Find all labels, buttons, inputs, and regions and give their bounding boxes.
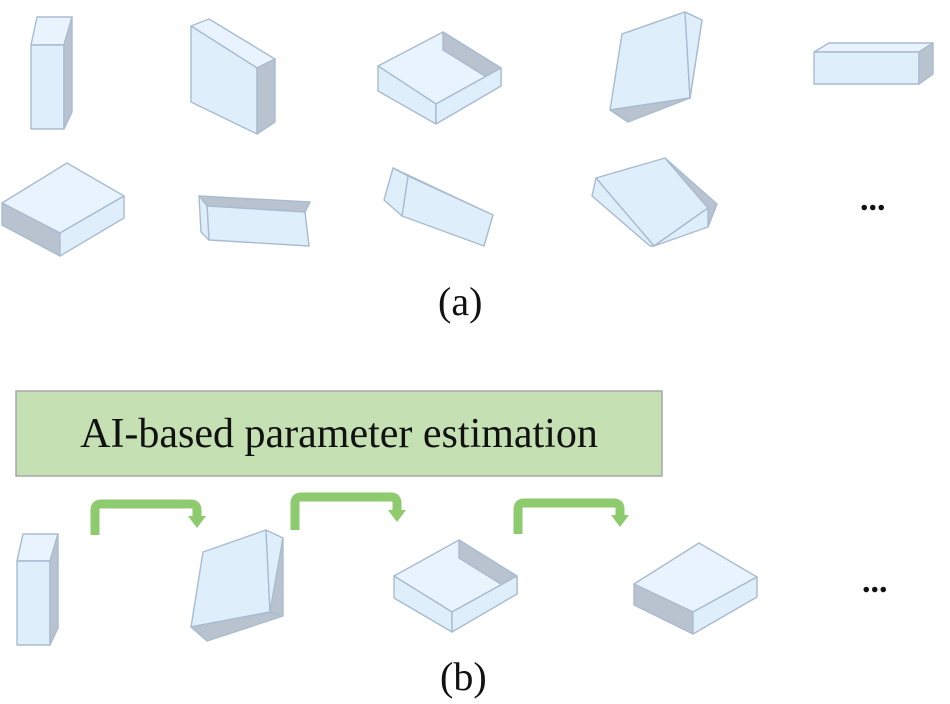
panel-a: ... (a) (1, 11, 934, 324)
arrow-icon (90, 499, 206, 535)
banner: AI-based parameter estimation (15, 390, 663, 477)
box-shape (813, 42, 934, 85)
box-shape (1, 162, 125, 257)
banner-text: AI-based parameter estimation (80, 411, 598, 457)
ellipsis-b: ... (862, 563, 888, 600)
arrow-icon (513, 498, 629, 534)
box-shape (591, 157, 718, 247)
box-shape (633, 542, 758, 635)
caption-b: (b) (440, 654, 487, 699)
box-shape (190, 18, 276, 135)
box-shape (198, 195, 311, 247)
box-shape (30, 16, 73, 130)
box-shape (377, 31, 502, 125)
panel-b: AI-based parameter estimation (15, 390, 888, 699)
box-shape (609, 11, 703, 123)
banner-box (15, 390, 663, 477)
box-shape (393, 539, 518, 633)
ellipsis-a: ... (860, 181, 886, 218)
box-shape (383, 167, 494, 247)
box-shape (190, 529, 284, 642)
box-shape (16, 533, 59, 646)
caption-a: (a) (438, 279, 482, 324)
arrow-icon (290, 492, 406, 530)
